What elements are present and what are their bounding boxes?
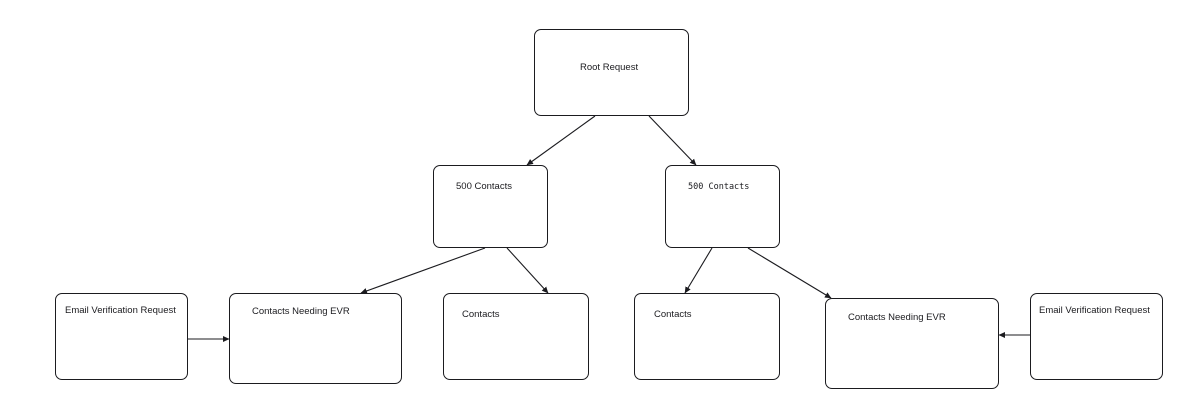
node-contacts-left[interactable]: Contacts (443, 293, 589, 380)
node-label: Contacts (654, 309, 692, 320)
node-label: 500 Contacts (688, 182, 750, 192)
node-contacts-right[interactable]: Contacts (634, 293, 780, 380)
node-email-verification-request-right[interactable]: Email Verification Request (1030, 293, 1163, 380)
node-label: Email Verification Request (1039, 305, 1150, 316)
node-500-contacts-right[interactable]: 500 Contacts (665, 165, 780, 248)
node-500-contacts-left[interactable]: 500 Contacts (433, 165, 548, 248)
edge-right-to-contacts-needing-evr (747, 247, 832, 299)
edge-root-to-right (648, 115, 697, 166)
edge-right-to-contacts (684, 247, 713, 294)
edge-left-to-contacts-needing-evr (360, 247, 486, 294)
node-label: Email Verification Request (65, 305, 176, 316)
node-contacts-needing-evr-right[interactable]: Contacts Needing EVR (825, 298, 999, 389)
node-label: Root Request (580, 62, 639, 73)
node-label: 500 Contacts (456, 181, 512, 192)
node-root-request[interactable]: Root Request (534, 29, 689, 116)
node-label: Contacts Needing EVR (252, 306, 350, 317)
edge-root-to-left (526, 115, 596, 166)
node-email-verification-request-left[interactable]: Email Verification Request (55, 293, 188, 380)
edge-left-to-contacts (506, 247, 549, 294)
node-contacts-needing-evr-left[interactable]: Contacts Needing EVR (229, 293, 402, 384)
node-label: Contacts (462, 309, 500, 320)
node-label: Contacts Needing EVR (848, 312, 946, 323)
